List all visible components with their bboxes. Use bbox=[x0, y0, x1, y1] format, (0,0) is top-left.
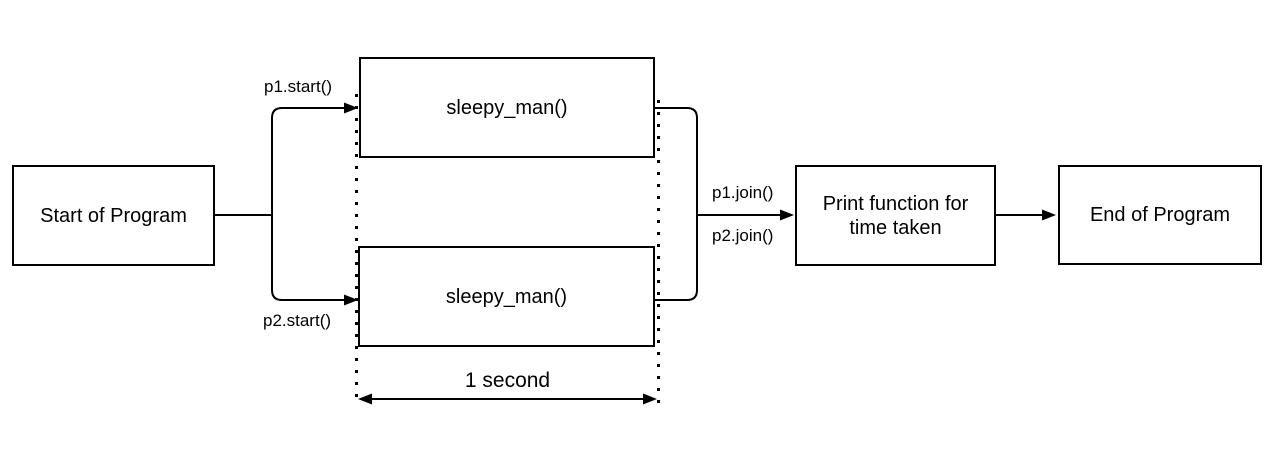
node-sleepy-man-bottom-label: sleepy_man() bbox=[445, 285, 568, 308]
arrowhead-duration-right bbox=[643, 393, 657, 405]
arrowhead-p1-start bbox=[344, 102, 358, 114]
node-print-time-taken-line2: time taken bbox=[849, 216, 942, 239]
edge-branch-to-sleepy-top bbox=[271, 107, 345, 215]
arrowhead-print-to-end bbox=[1042, 209, 1056, 221]
edge-label-duration: 1 second bbox=[464, 369, 551, 392]
node-start-of-program-label: Start of Program bbox=[40, 204, 187, 227]
arrowhead-duration-left bbox=[358, 393, 372, 405]
edge-branch-to-sleepy-bottom bbox=[271, 215, 345, 301]
node-sleepy-man-top-label: sleepy_man() bbox=[446, 96, 568, 119]
node-sleepy-man-bottom: sleepy_man() bbox=[358, 246, 655, 347]
node-print-time-taken-line1: Print function for bbox=[822, 192, 969, 215]
edge-label-p2-join: p2.join() bbox=[712, 226, 774, 245]
node-print-time-taken: Print function for time taken bbox=[795, 165, 996, 266]
node-sleepy-man-top: sleepy_man() bbox=[359, 57, 655, 158]
node-end-of-program-label: End of Program bbox=[1089, 204, 1231, 226]
edge-label-p2-start: p2.start() bbox=[263, 311, 332, 330]
node-start-of-program: Start of Program bbox=[12, 165, 215, 266]
arrowhead-p2-start bbox=[344, 294, 358, 306]
edge-label-p1-start: p1.start() bbox=[264, 77, 333, 96]
edge-sleepy-top-to-merge bbox=[654, 107, 698, 215]
edge-sleepy-bottom-to-merge bbox=[654, 215, 698, 301]
node-end-of-program: End of Program bbox=[1058, 165, 1262, 265]
edge-label-p1-join: p1.join() bbox=[712, 183, 774, 202]
arrowhead-join bbox=[780, 209, 794, 221]
